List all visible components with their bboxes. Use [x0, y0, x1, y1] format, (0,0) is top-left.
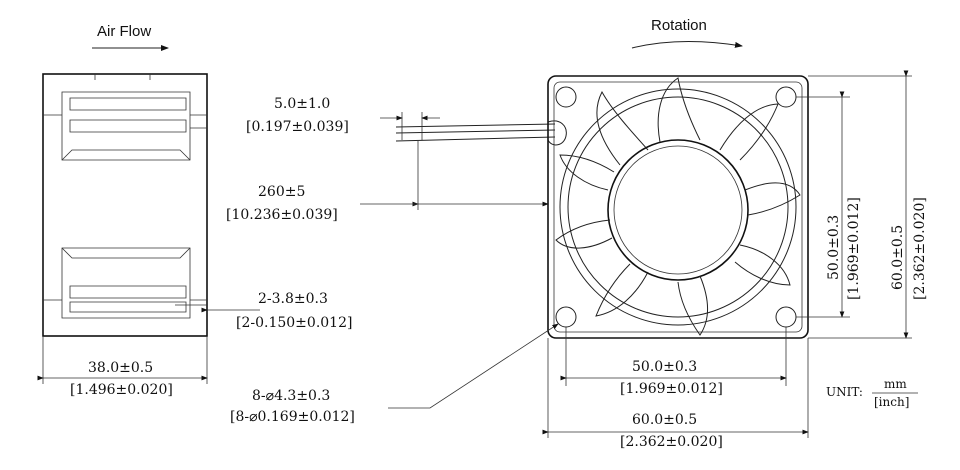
hole-pitch-h-in: [1.969±0.012]: [620, 381, 723, 397]
holes-in: [8-⌀0.169±0.012]: [230, 409, 355, 425]
rotation-arrow: [631, 40, 743, 49]
lead-length-in: [10.236±0.039]: [226, 207, 338, 223]
lead-wires: [395, 120, 567, 146]
fan-blades: [555, 77, 801, 336]
height-in: [2.362±0.020]: [912, 197, 928, 300]
unit-label: UNIT:: [826, 385, 863, 399]
width-in: [2.362±0.020]: [620, 434, 723, 450]
holes-mm: 8-⌀4.3±0.3: [252, 388, 330, 404]
width-mm: 60.0±0.5: [632, 412, 697, 428]
fan-hub: [607, 139, 749, 281]
thickness-in: [1.496±0.020]: [70, 382, 173, 398]
hole-pitch-v-in: [1.969±0.012]: [846, 197, 862, 300]
height-mm: 60.0±0.5: [890, 225, 906, 290]
rotation-label: Rotation: [651, 17, 707, 34]
unit-den: [inch]: [874, 395, 909, 409]
unit-num: mm: [884, 377, 907, 391]
lead-strip-in: [0.197±0.039]: [246, 119, 349, 135]
lead-strip-mm: 5.0±1.0: [274, 96, 330, 112]
air-flow-label: Air Flow: [97, 23, 151, 40]
mount-hole-tl: [555, 86, 577, 108]
hole-pitch-h-mm: 50.0±0.3: [632, 359, 697, 375]
screw-depth-in: [2-0.150±0.012]: [236, 315, 352, 331]
mount-hole-bl: [555, 306, 577, 328]
mount-hole-br: [775, 306, 797, 328]
screw-depth-mm: 2-3.8±0.3: [258, 291, 328, 307]
thickness-mm: 38.0±0.5: [88, 360, 153, 376]
fan-front-view: [547, 75, 809, 339]
fan-side-view: [42, 73, 208, 337]
lead-length-mm: 260±5: [258, 184, 305, 200]
hole-pitch-v-mm: 50.0±0.3: [826, 215, 842, 280]
mount-hole-tr: [775, 86, 797, 108]
